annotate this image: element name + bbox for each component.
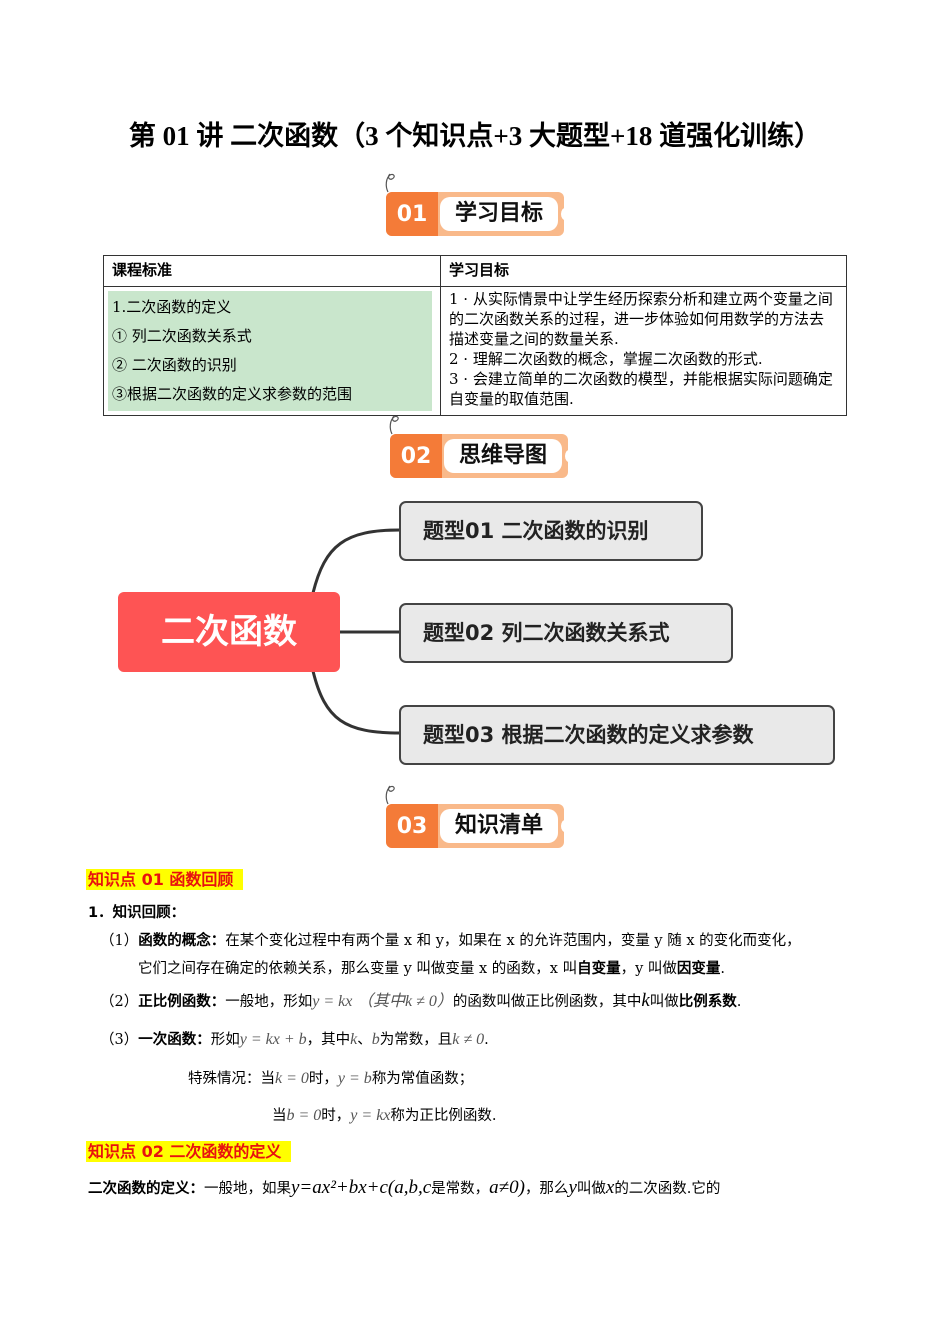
formula-params: (a,b,c bbox=[387, 1177, 432, 1198]
label: 特殊情况： bbox=[188, 1071, 261, 1087]
term: 一次函数： bbox=[138, 1032, 211, 1048]
term-independent-variable: 自变量 bbox=[577, 961, 621, 977]
text: ，y 叫做 bbox=[620, 961, 677, 977]
objective-item: 3 · 会建立简单的二次函数的模型，并能根据实际问题确定自变量的取值范围. bbox=[449, 370, 833, 408]
section-label: 学习目标 bbox=[440, 197, 558, 231]
text: 、 bbox=[357, 1032, 372, 1048]
section-badge-knowledge-list: 03 知识清单 bbox=[384, 785, 569, 848]
formula: b = 0 bbox=[286, 1107, 322, 1124]
formula: y = b bbox=[337, 1070, 372, 1087]
text: 的函数叫做正比例函数，其中 bbox=[452, 994, 642, 1010]
section-number: 01 bbox=[386, 192, 438, 236]
text: 时， bbox=[321, 1108, 351, 1124]
quadratic-definition: 二次函数的定义：一般地，如果y=ax²+bx+c(a,b,c是常数，a≠0)，那… bbox=[88, 1178, 720, 1199]
item-number: （2） bbox=[100, 994, 139, 1010]
section-number: 03 bbox=[386, 804, 438, 848]
standards-cell: 1.二次函数的定义 ① 列二次函数关系式 ② 二次函数的识别 ③根据二次函数的定… bbox=[103, 286, 441, 416]
item-linear-function: （3）一次函数：形如y = kx + b，其中k、b为常数，且k ≠ 0. bbox=[100, 1030, 489, 1050]
knowledge-subheading: 1．知识回顾： bbox=[88, 905, 186, 921]
item-direct-proportion: （2）正比例函数：一般地，形如y = kx （其中k ≠ 0）的函数叫做正比例函… bbox=[100, 991, 741, 1012]
standard-item: 1.二次函数的定义 bbox=[112, 298, 232, 316]
text: 称为常值函数； bbox=[371, 1071, 474, 1087]
text: 称为正比例函数. bbox=[390, 1108, 497, 1124]
mind-map-root: 二次函数 bbox=[118, 592, 340, 672]
formula-condition: （其中k ≠ 0） bbox=[356, 993, 453, 1010]
paperclip-icon bbox=[389, 415, 399, 435]
term: 函数的概念： bbox=[138, 933, 226, 949]
text: 叫做 bbox=[649, 994, 679, 1010]
text: . bbox=[720, 961, 726, 977]
mind-map-node-02: 题型02 列二次函数关系式 bbox=[399, 603, 733, 663]
term-coefficient: 比例系数 bbox=[678, 994, 737, 1010]
page-title: 第 01 讲 二次函数（3 个知识点+3 大题型+18 道强化训练） bbox=[128, 121, 822, 151]
special-case-1: 特殊情况：当k = 0时，y = b称为常值函数； bbox=[188, 1069, 473, 1089]
standard-item: ② 二次函数的识别 bbox=[112, 356, 237, 374]
knowledge-point-heading-02: 知识点 02 二次函数的定义 bbox=[86, 1141, 292, 1162]
section-badge-learning-goals: 01 学习目标 bbox=[384, 173, 569, 236]
text: 在某个变化过程中有两个量 x 和 y，如果在 x 的允许范围内，变量 y 随 x… bbox=[225, 933, 801, 949]
term-dependent-variable: 因变量 bbox=[676, 961, 721, 977]
formula-k: k bbox=[350, 1031, 358, 1048]
item-function-concept-cont: 它们之间存在确定的依赖关系，那么变量 y 叫做变量 x 的函数，x 叫自变量，y… bbox=[138, 959, 725, 979]
text: . bbox=[484, 1032, 489, 1048]
formula-x: x bbox=[605, 1177, 615, 1198]
section-number: 02 bbox=[390, 434, 442, 478]
term: 二次函数的定义： bbox=[88, 1181, 204, 1197]
formula: y = kx bbox=[312, 993, 353, 1010]
formula-b: b bbox=[371, 1031, 380, 1048]
mind-map-node-01: 题型01 二次函数的识别 bbox=[399, 501, 703, 561]
text: . bbox=[736, 994, 742, 1010]
item-number: （1） bbox=[100, 933, 139, 949]
special-case-2: 当b = 0时，y = kx称为正比例函数. bbox=[272, 1106, 497, 1126]
paperclip-icon bbox=[385, 173, 395, 193]
formula-condition: a≠0) bbox=[489, 1177, 525, 1198]
term: 正比例函数： bbox=[138, 994, 226, 1010]
item-function-concept: （1）函数的概念：在某个变化过程中有两个量 x 和 y，如果在 x 的允许范围内… bbox=[100, 931, 801, 951]
mind-map-node-03: 题型03 根据二次函数的定义求参数 bbox=[399, 705, 835, 765]
text: ，那么 bbox=[524, 1181, 569, 1197]
formula-y: y bbox=[568, 1177, 577, 1198]
section-label: 思维导图 bbox=[444, 439, 562, 473]
objective-item: 1 · 从实际情景中让学生经历探索分析和建立两个变量之间的二次函数关系的过程，进… bbox=[449, 290, 833, 348]
formula-condition: k ≠ 0 bbox=[452, 1031, 485, 1048]
formula: y=ax²+bx+c bbox=[291, 1177, 388, 1198]
objective-item: 2 · 理解二次函数的概念，掌握二次函数的形式. bbox=[449, 350, 763, 368]
formula: y = kx bbox=[350, 1107, 391, 1124]
text: 为常数，且 bbox=[379, 1032, 453, 1048]
section-label: 知识清单 bbox=[440, 809, 558, 843]
section-badge-mind-map: 02 思维导图 bbox=[388, 415, 573, 478]
text: ，其中 bbox=[306, 1032, 351, 1048]
text: 一般地，如果 bbox=[204, 1181, 291, 1197]
text: 叫做 bbox=[576, 1181, 606, 1197]
knowledge-point-heading-01: 知识点 01 函数回顾 bbox=[86, 869, 244, 890]
formula-k: k bbox=[641, 990, 650, 1011]
objectives-cell: 1 · 从实际情景中让学生经历探索分析和建立两个变量之间的二次函数关系的过程，进… bbox=[440, 286, 847, 416]
item-number: （3） bbox=[100, 1032, 139, 1048]
standard-item: ③根据二次函数的定义求参数的范围 bbox=[112, 385, 353, 403]
text: 时， bbox=[308, 1071, 338, 1087]
goals-table: 课程标准 学习目标 1.二次函数的定义 ① 列二次函数关系式 ② 二次函数的识别… bbox=[103, 255, 847, 416]
text: 形如 bbox=[210, 1032, 240, 1048]
standard-item: ① 列二次函数关系式 bbox=[112, 327, 252, 345]
formula: k = 0 bbox=[275, 1070, 309, 1087]
text: 一般地，形如 bbox=[225, 994, 313, 1010]
text: 的二次函数.它的 bbox=[614, 1181, 721, 1197]
paperclip-icon bbox=[385, 785, 395, 805]
text: 当 bbox=[260, 1071, 276, 1087]
text: 它们之间存在确定的依赖关系，那么变量 y 叫做变量 x 的函数，x 叫 bbox=[138, 961, 578, 977]
text: 当 bbox=[272, 1108, 287, 1124]
text: 是常数， bbox=[431, 1181, 490, 1197]
formula: y = kx + b bbox=[239, 1031, 307, 1048]
